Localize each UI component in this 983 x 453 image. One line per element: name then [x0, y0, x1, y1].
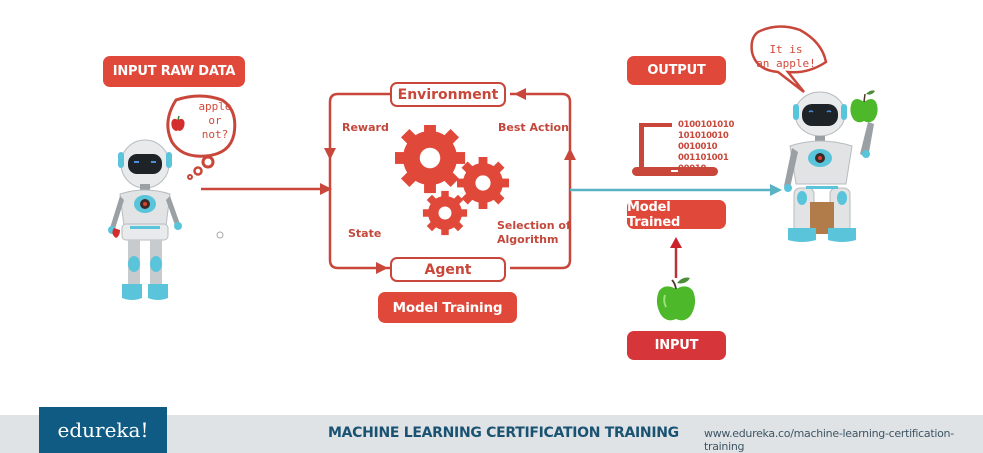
- small-circle-marker: [216, 231, 224, 239]
- gears-icon: [395, 125, 515, 240]
- input-raw-data-label: INPUT RAW DATA: [103, 56, 245, 87]
- input-label: INPUT: [627, 331, 726, 360]
- binary-line: 0010010: [678, 142, 718, 152]
- footer-url-link[interactable]: www.edureka.co/machine-learning-certific…: [704, 427, 954, 453]
- binary-line: 00010: [678, 164, 707, 174]
- laptop-icon: [632, 123, 718, 176]
- reward-arrow-head: [324, 148, 336, 160]
- apple-up-arrow: [670, 237, 682, 278]
- thought-bubble: [166, 94, 237, 180]
- training-loop-frame: [324, 88, 576, 274]
- best-action-arrow-head: [564, 148, 576, 160]
- thought-line-2: or: [208, 114, 222, 127]
- binary-output: 0100101010 101010010 0010010 001101001 0…: [678, 120, 734, 175]
- footer-title: MACHINE LEARNING CERTIFICATION TRAINING: [328, 425, 679, 441]
- output-label: OUTPUT: [627, 56, 726, 85]
- thought-bubble-text: apple or not?: [190, 100, 240, 142]
- model-training-label: Model Training: [378, 292, 517, 323]
- selection-of-algorithm-label: Selection of Algorithm: [497, 219, 571, 247]
- speech-line-1: It is: [769, 43, 803, 56]
- selection-line-2: Algorithm: [497, 233, 559, 246]
- speech-bubble: [750, 25, 828, 93]
- edureka-logo[interactable]: edureka!: [39, 407, 167, 453]
- best-action-label: Best Action: [498, 121, 569, 134]
- binary-line: 001101001: [678, 153, 729, 163]
- thought-line-1: apple: [198, 100, 232, 113]
- binary-line: 0100101010: [678, 120, 735, 130]
- robot-left-illustration: [108, 139, 182, 300]
- selection-line-1: Selection of: [497, 219, 571, 232]
- speech-bubble-text: It is an apple!: [753, 43, 819, 71]
- binary-line: 101010010: [678, 131, 729, 141]
- output-arrow: [570, 184, 782, 196]
- robot-right-illustration: [784, 90, 878, 242]
- speech-line-2: an apple!: [756, 57, 816, 70]
- green-apple-icon: [656, 277, 696, 321]
- agent-box: Agent: [390, 257, 506, 282]
- environment-box: Environment: [390, 82, 506, 107]
- input-arrow: [201, 183, 332, 195]
- model-trained-label: Model Trained: [627, 200, 726, 230]
- reward-label: Reward: [342, 121, 389, 134]
- red-apple-icon: [171, 115, 185, 131]
- env-arrow-head: [514, 88, 526, 100]
- thought-line-3: not?: [201, 128, 229, 141]
- state-label: State: [348, 227, 382, 240]
- agent-arrow-head: [376, 262, 388, 274]
